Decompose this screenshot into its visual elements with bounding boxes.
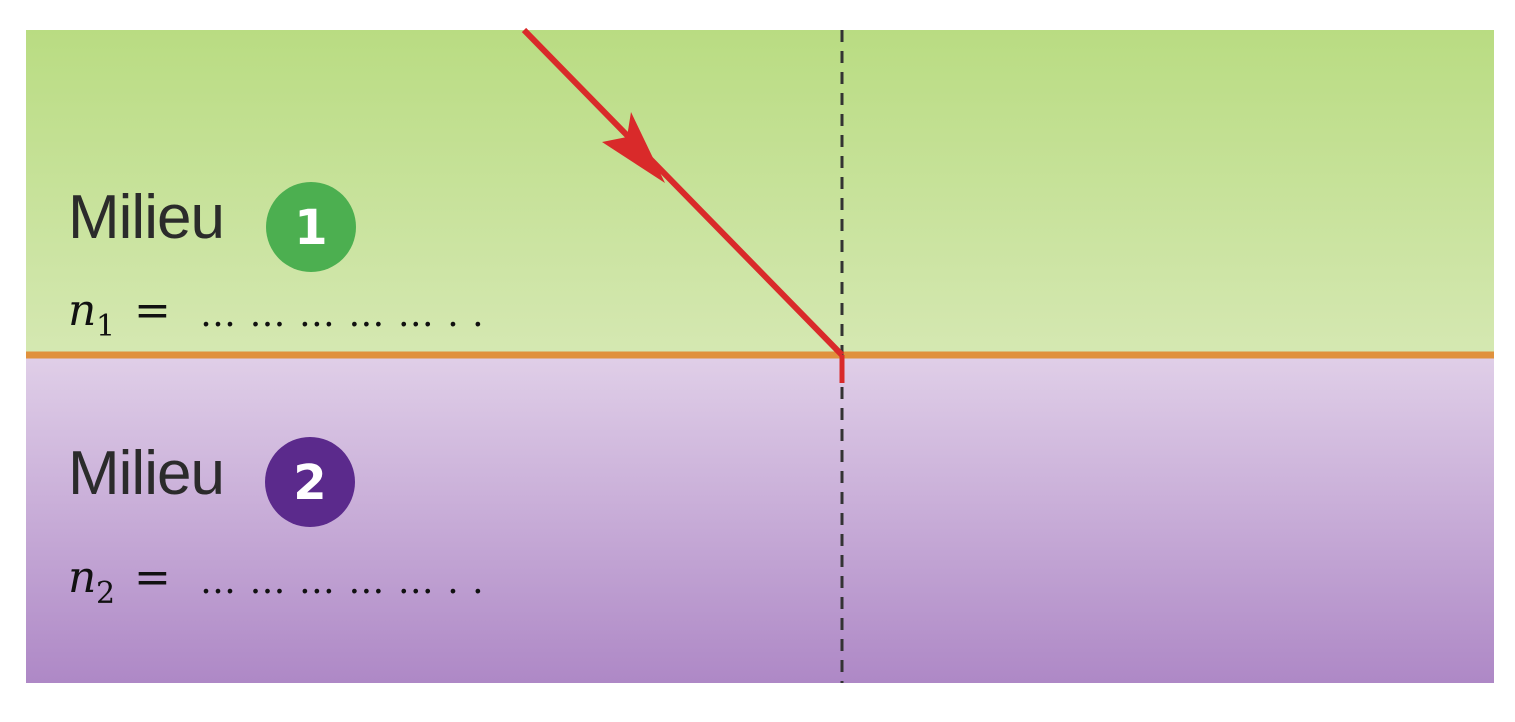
medium-1-badge-number: 1 <box>294 200 327 256</box>
medium-2-index-blank: … … … … … . . <box>200 561 485 602</box>
medium-2-label: Milieu <box>68 439 224 508</box>
medium-2-equals: = <box>134 552 171 603</box>
incident-ray <box>521 27 845 383</box>
medium-1-index-blank: … … … … … . . <box>200 294 485 335</box>
medium-1-badge <box>266 182 356 272</box>
medium-2-badge <box>265 437 355 527</box>
arrow-ray-icon <box>602 112 665 183</box>
medium-2-badge-number: 2 <box>293 455 326 511</box>
medium-2-region <box>26 355 1494 683</box>
medium-1-equals: = <box>134 285 171 336</box>
medium-2-index-symbol: n <box>68 552 96 603</box>
medium-1-label: Milieu <box>68 183 224 252</box>
medium-1-index-symbol: n <box>68 285 96 336</box>
medium-1-index-subscript: 1 <box>96 309 115 344</box>
medium-1-region <box>26 30 1494 355</box>
medium-2-index-subscript: 2 <box>96 576 115 611</box>
